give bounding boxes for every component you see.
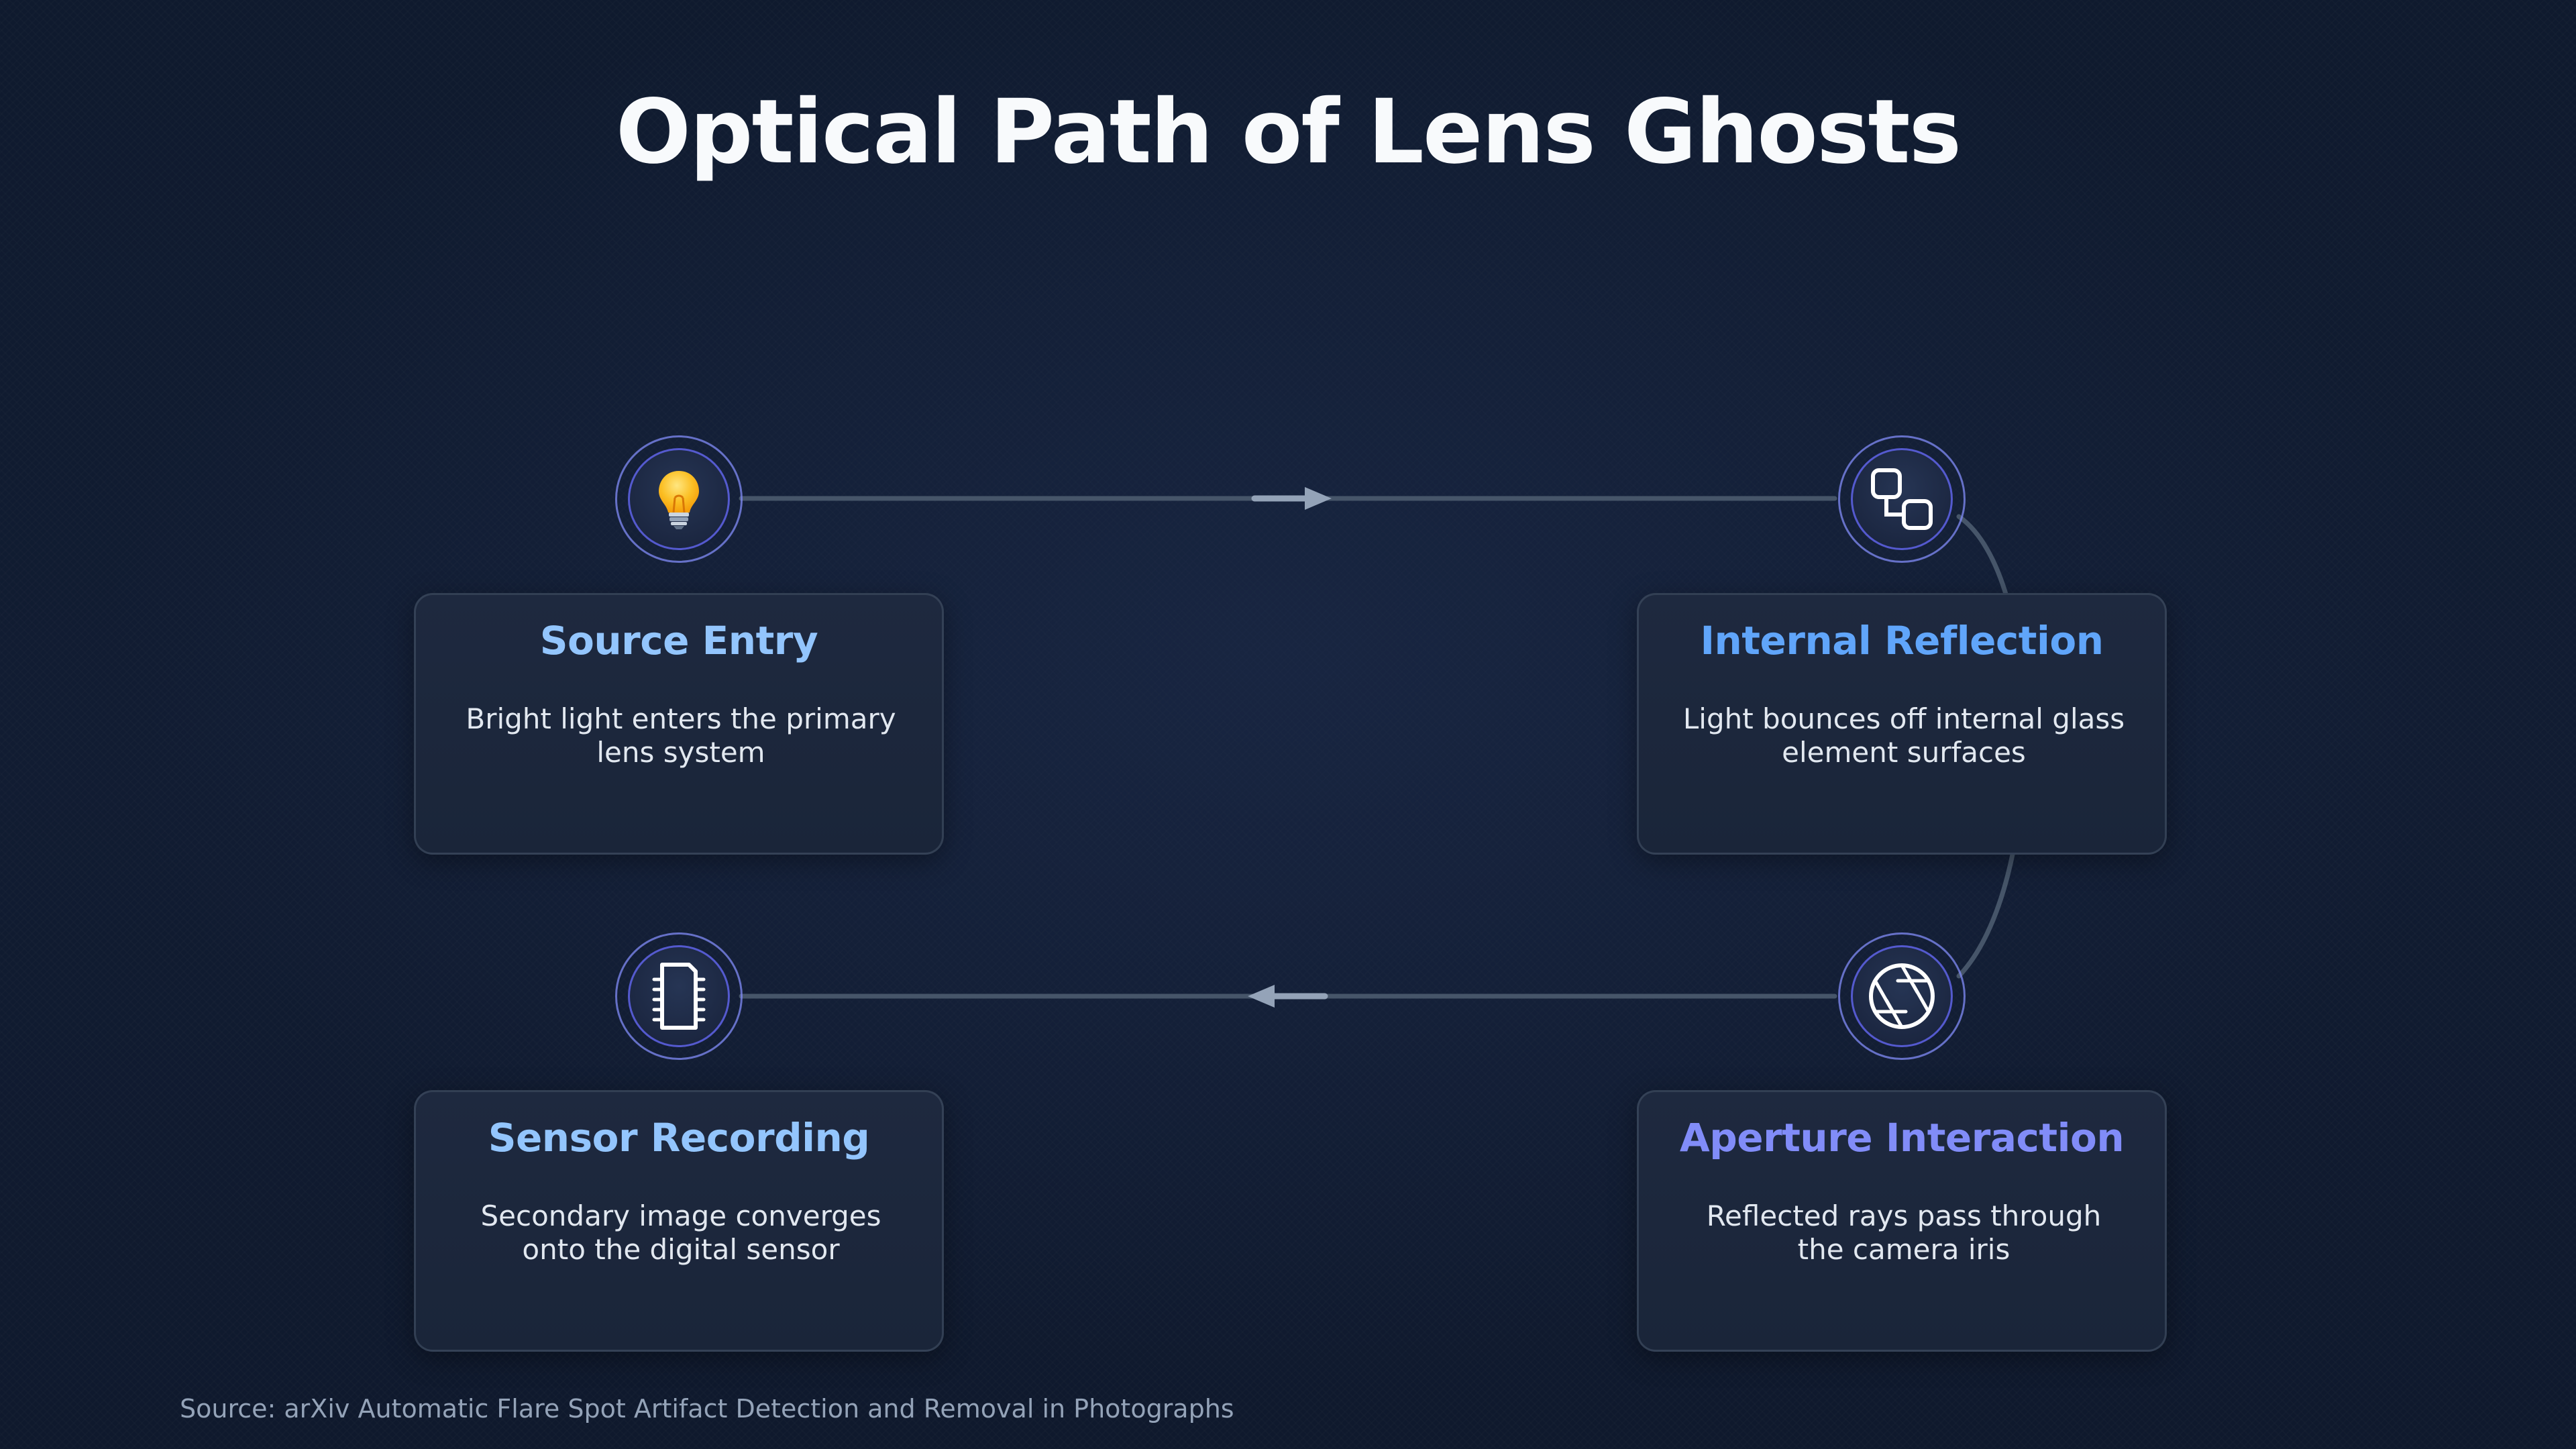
- node-source-entry: [615, 435, 743, 563]
- arrow-head-right: [1305, 487, 1332, 510]
- node-internal-reflection: [1838, 435, 1966, 563]
- step-heading: Source Entry: [539, 618, 818, 663]
- step-heading: Internal Reflection: [1700, 618, 2104, 663]
- diagram-title: Optical Path of Lens Ghosts: [615, 80, 1962, 184]
- step-description: Secondary image converges onto the digit…: [480, 1199, 881, 1266]
- step-description: Bright light enters the primary lens sys…: [466, 702, 896, 769]
- card-aperture-interaction: Aperture Interaction Reflected rays pass…: [1637, 1090, 2167, 1352]
- card-source-entry: Source Entry Bright light enters the pri…: [414, 593, 944, 855]
- linked-squares-icon: [1871, 468, 1933, 530]
- arrow-head-left: [1248, 985, 1275, 1008]
- step-heading: Aperture Interaction: [1679, 1115, 2125, 1161]
- source-note: Source: arXiv Automatic Flare Spot Artif…: [180, 1394, 1234, 1424]
- aperture-icon: [1869, 963, 1935, 1029]
- lightbulb-icon: [659, 471, 699, 529]
- node-sensor-recording: [615, 932, 743, 1060]
- step-description: Light bounces off internal glass element…: [1682, 702, 2125, 769]
- card-sensor-recording: Sensor Recording Secondary image converg…: [414, 1090, 944, 1352]
- step-description: Reflected rays pass through the camera i…: [1706, 1199, 2102, 1266]
- node-aperture-interaction: [1838, 932, 1966, 1060]
- sensor-chip-icon: [652, 963, 706, 1030]
- card-internal-reflection: Internal Reflection Light bounces off in…: [1637, 593, 2167, 855]
- step-heading: Sensor Recording: [488, 1115, 870, 1161]
